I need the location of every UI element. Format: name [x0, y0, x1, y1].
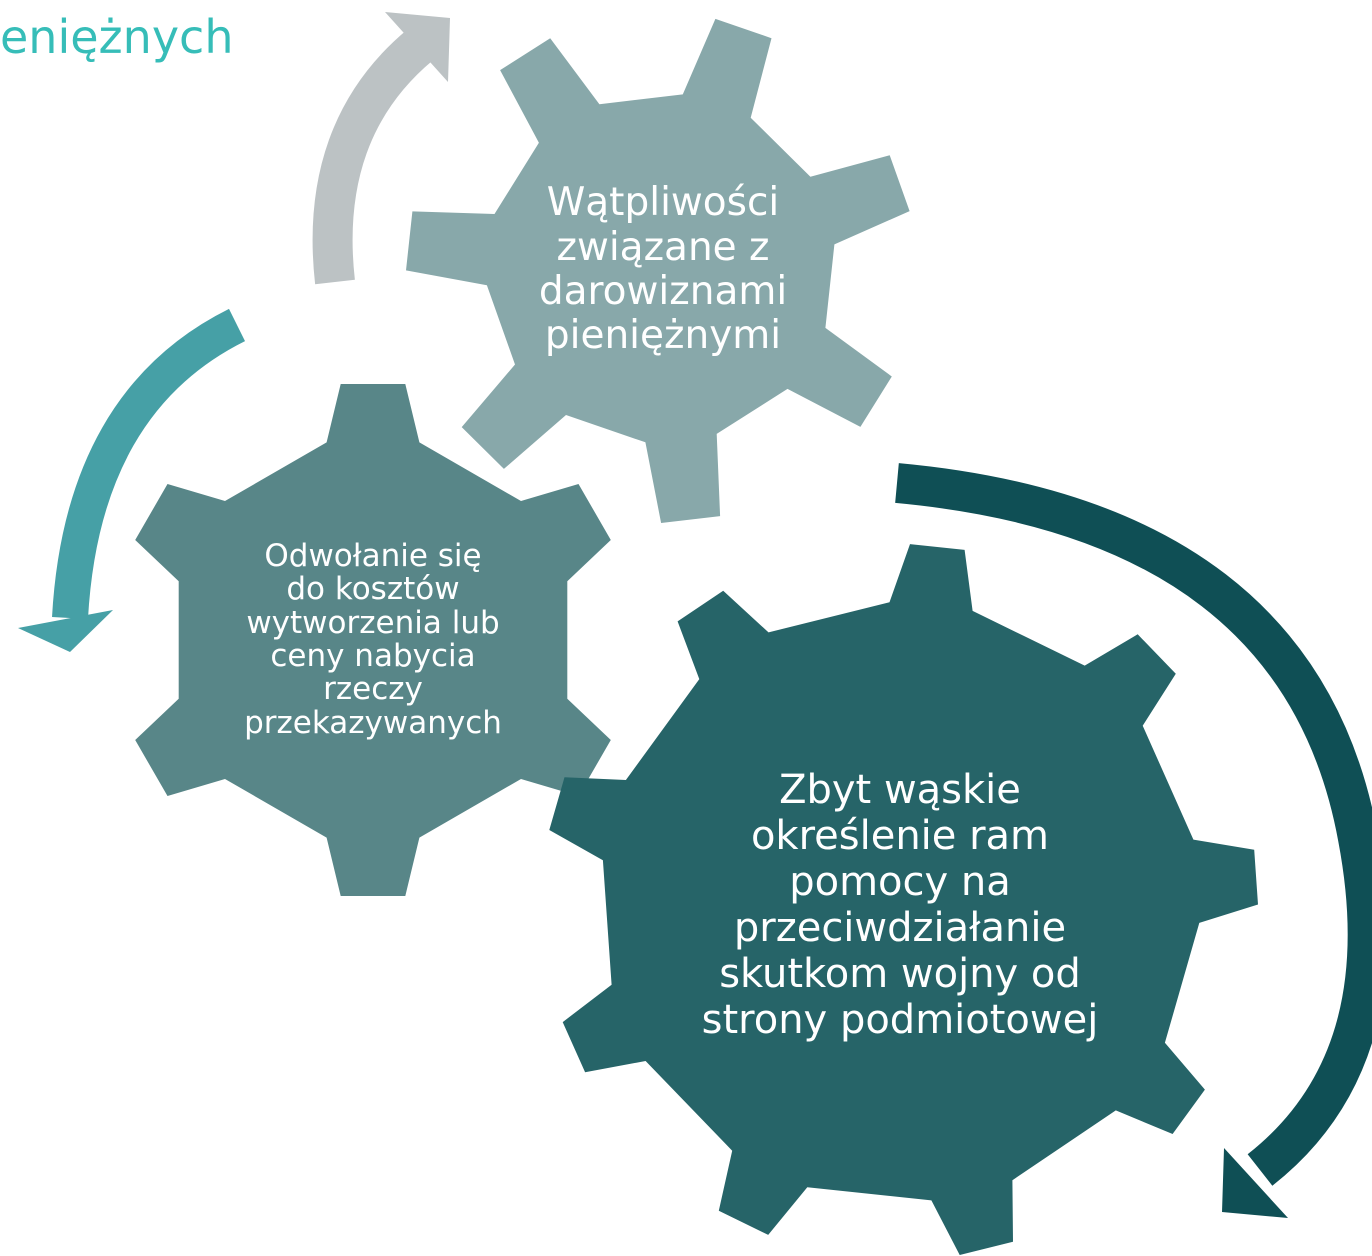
- gear-right-label: Zbyt wąskie określenie ram pomocy na prz…: [701, 767, 1099, 1043]
- gear-left: [135, 384, 611, 896]
- gear-right: [549, 544, 1258, 1255]
- gear-top: [406, 18, 910, 524]
- diagram-title: eniężnych: [0, 10, 234, 64]
- cycle-arrow-gray: [312, 12, 450, 285]
- gear-left-label: Odwołanie się do kosztów wytworzenia lub…: [244, 537, 502, 741]
- cycle-arrow-teal: [18, 308, 246, 652]
- gear-top-label: Wątpliwości związane z darowiznami pieni…: [538, 180, 788, 359]
- cycle-arrow-dark: [895, 463, 1372, 1218]
